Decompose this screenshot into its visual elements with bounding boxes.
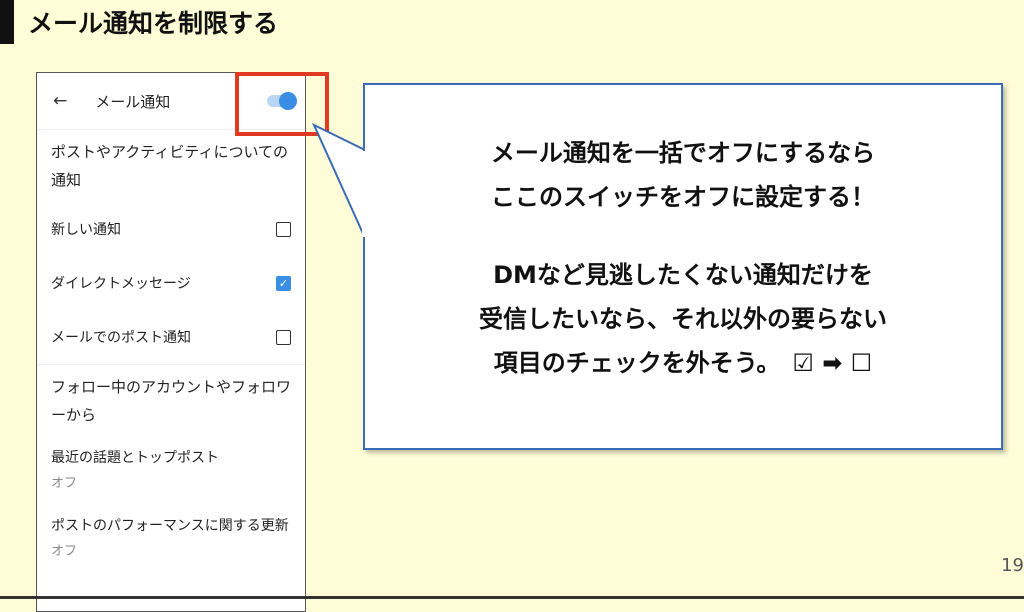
highlight-box (235, 72, 329, 136)
back-arrow-icon[interactable]: ← (53, 91, 68, 111)
page-number: 19 (1001, 555, 1024, 576)
setting-item-performance[interactable]: ポストのパフォーマンスに関する更新オフ (37, 505, 305, 573)
screen-header: ← メール通知 (37, 73, 305, 130)
callout-pointer-cover (362, 151, 366, 237)
callout-line: メール通知を一括でオフにするなら (490, 139, 876, 167)
callout-line: 項目のチェックを外そう。 ☑ ➡ ☐ (493, 349, 873, 377)
item-label: ポストのパフォーマンスに関する更新 (51, 518, 289, 534)
setting-item-trending[interactable]: 最近の話題とトップポストオフ (37, 437, 305, 505)
checkbox-row-direct-messages[interactable]: ダイレクトメッセージ ✓ (37, 256, 305, 310)
checkbox-row-email-posts[interactable]: メールでのポスト通知 (37, 310, 305, 364)
slide-title-bar: メール通知を制限する (0, 0, 278, 44)
row-label: ダイレクトメッセージ (51, 276, 191, 292)
item-value: オフ (51, 476, 78, 491)
checkbox-checked[interactable]: ✓ (276, 275, 291, 291)
row-label: 新しい通知 (51, 222, 121, 238)
callout-box: メール通知を一括でオフにするなら ここのスイッチをオフに設定する！ DMなど見逃… (363, 83, 1003, 450)
bottom-border (0, 596, 1024, 599)
checkbox-row-new-notifications[interactable]: 新しい通知 (37, 202, 305, 256)
email-notification-screen: ← メール通知 ポストやアクティビティについての通知 新しい通知 ダイレクトメッ… (36, 72, 306, 612)
row-label: メールでのポスト通知 (51, 330, 191, 346)
item-value: オフ (51, 544, 78, 559)
checkbox[interactable] (276, 221, 291, 237)
checkbox[interactable] (276, 329, 291, 345)
callout-line: ここのスイッチをオフに設定する！ (491, 183, 875, 211)
toggle-knob (279, 92, 297, 110)
slide-title: メール通知を制限する (28, 9, 279, 38)
email-notification-toggle[interactable] (267, 92, 297, 110)
section-heading-activity: ポストやアクティビティについての通知 (51, 143, 289, 189)
section-heading-following: フォロー中のアカウントやフォロワーから (51, 378, 292, 424)
title-marker (0, 0, 14, 44)
item-label: 最近の話題とトップポスト (51, 450, 219, 466)
callout-line: 受信したいなら、それ以外の要らない (479, 305, 887, 333)
callout-line: DMなど見逃したくない通知だけを (493, 261, 873, 289)
screen-title: メール通知 (95, 92, 171, 111)
